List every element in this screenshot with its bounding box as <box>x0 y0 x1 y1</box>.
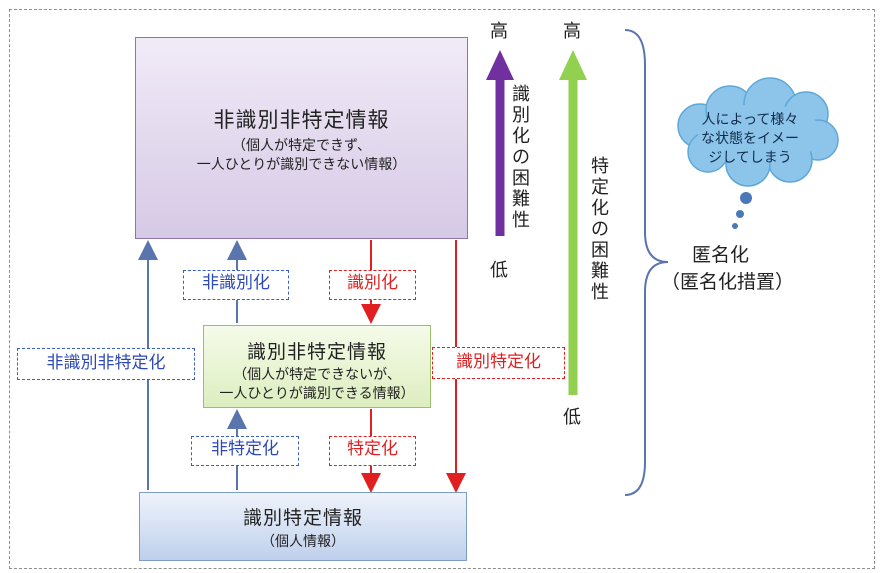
thought-dot-medium <box>736 210 744 218</box>
thought-line-3: ジしてしまう <box>708 150 792 166</box>
non-identified-non-specified-sub1: （個人が特定できず、 <box>231 138 372 154</box>
identified-specified-box: 識別特定情報 （個人情報） <box>139 492 467 561</box>
identify-label: 識別化 <box>329 270 416 300</box>
identify-specify-label: 識別特定化 <box>432 347 565 379</box>
identification-difficulty-label: 識別化の困難性 <box>512 84 530 231</box>
specification-difficulty-label: 特定化の困難性 <box>591 156 609 303</box>
specification-difficulty-arrowhead <box>559 50 587 80</box>
specify-label: 特定化 <box>329 436 416 466</box>
non-identified-non-specified-title: 非識別非特定情報 <box>213 108 390 132</box>
de-specify-label: 非特定化 <box>191 436 299 466</box>
thought-bubble-cloud <box>677 77 839 187</box>
anonymization-subtitle: （匿名化措置） <box>661 271 795 293</box>
thought-dot-small <box>732 223 738 229</box>
identified-non-specified-box: 識別非特定情報 （個人が特定できないが、 一人ひとりが識別できる情報） <box>203 325 431 408</box>
specification-high-label: 高 <box>563 21 581 42</box>
identified-non-specified-sub1: （個人が特定できないが、 <box>233 367 401 383</box>
identified-non-specified-title: 識別非特定情報 <box>246 341 387 363</box>
de-identify-label: 非識別化 <box>183 270 289 300</box>
thought-dot-large <box>740 192 752 204</box>
non-identified-non-specified-sub2: 一人ひとりが識別できない情報） <box>196 157 407 173</box>
specification-low-label: 低 <box>563 407 581 428</box>
identified-specified-sub1: （個人情報） <box>261 534 345 550</box>
identification-high-label: 高 <box>490 21 508 42</box>
de-identify-de-specify-label: 非識別非特定化 <box>17 348 195 380</box>
identification-low-label: 低 <box>490 260 508 281</box>
anonymization-brace <box>624 29 669 496</box>
thought-line-1: 人によって様々 <box>701 112 799 128</box>
thought-bubble-text: 人によって様々 な状態をイメー ジしてしまう <box>675 111 825 168</box>
anonymization-title: 匿名化 <box>692 244 750 266</box>
identified-non-specified-sub2: 一人ひとりが識別できる情報） <box>219 386 415 402</box>
identification-difficulty-arrowhead <box>486 50 514 80</box>
identified-specified-title: 識別特定情報 <box>242 507 363 529</box>
thought-line-2: な状態をイメー <box>701 131 799 147</box>
non-identified-non-specified-box: 非識別非特定情報 （個人が特定できず、 一人ひとりが識別できない情報） <box>135 37 468 239</box>
outer-frame <box>9 9 875 569</box>
